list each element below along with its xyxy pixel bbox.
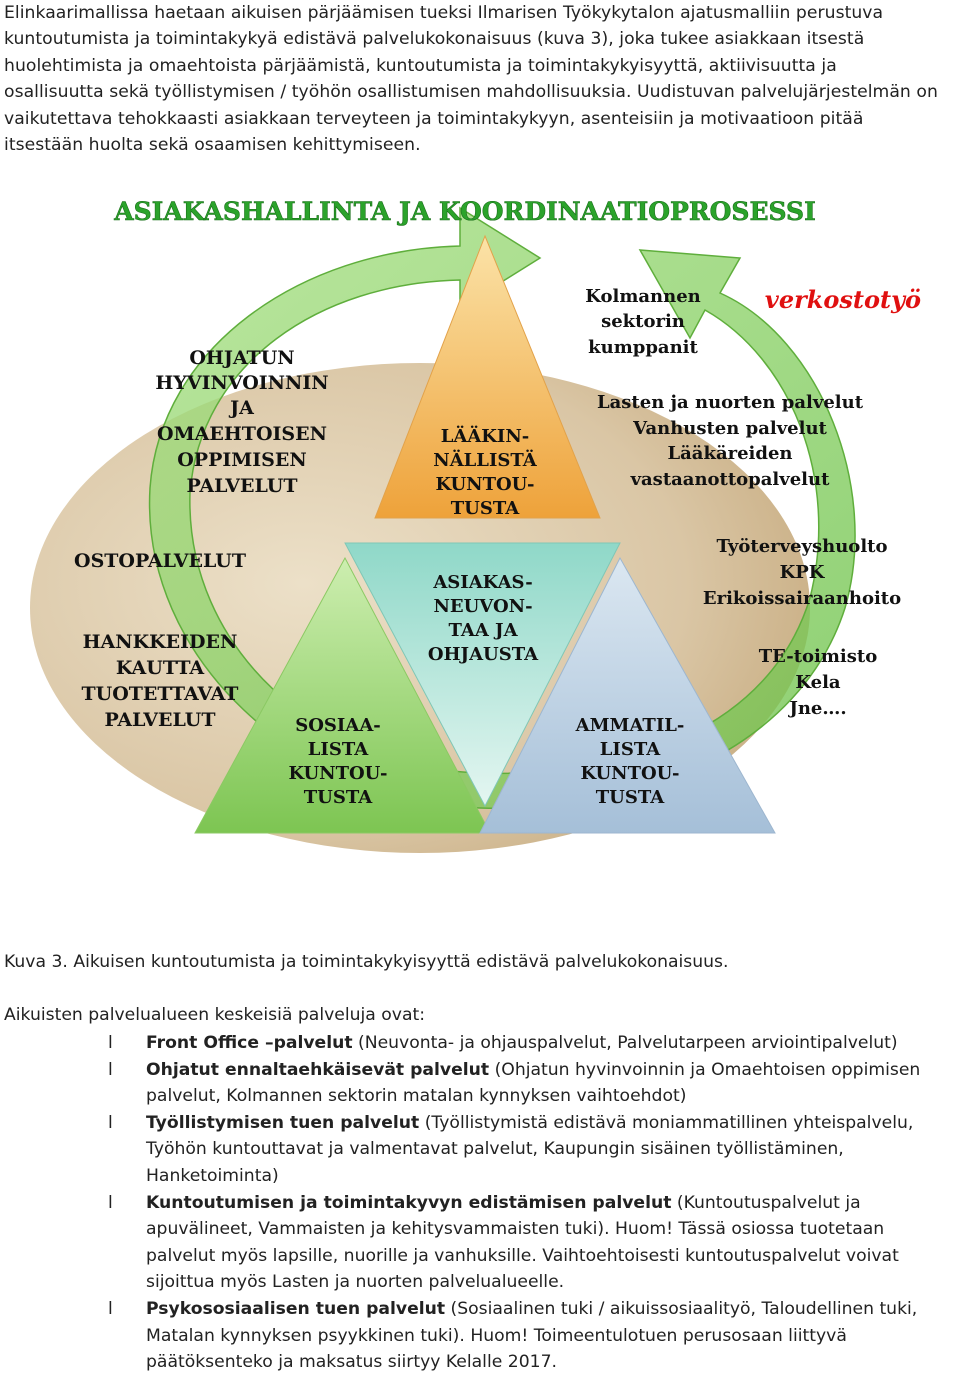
- label-line: KUNTOU-: [435, 474, 534, 495]
- list-item: l Psykososiaalisen tuen palvelut (Sosiaa…: [108, 1296, 938, 1376]
- intro-line: itsestään huolta sekä osaamisen kehittym…: [4, 135, 421, 156]
- service-desc: (Työllistymistä edistävä moniammatilline…: [146, 1112, 914, 1186]
- triangle-vocational: [479, 556, 776, 834]
- intro-line: vaikutettava tehokkaasti asiakkaan terve…: [4, 108, 864, 129]
- other-agencies-label: TE-toimisto Kela Jne….: [759, 646, 877, 719]
- label-line: Lasten ja nuorten palvelut: [597, 392, 864, 413]
- label-line: HANKKEIDEN: [83, 631, 238, 653]
- label-line: KUNTOU-: [288, 763, 387, 784]
- project-services-label: HANKKEIDEN KAUTTA TUOTETTAVAT PALVELUT: [82, 631, 239, 731]
- label-line: Lääkäreiden: [667, 443, 792, 464]
- list-item: l Ohjatut ennaltaehkäisevät palvelut (Oh…: [108, 1057, 938, 1110]
- bullet-mark: l: [108, 1112, 113, 1133]
- service-desc: (Kuntoutuspalvelut ja apuvälineet, Vamma…: [146, 1192, 899, 1293]
- label-line: Kolmannen: [585, 286, 701, 307]
- service-desc: (Sosiaalinen tuki / aikuissosiaalityö, T…: [146, 1298, 918, 1373]
- diagram-canvas: ASIAKASHALLINTA JA KOORDINAATIOPROSESSI …: [30, 197, 921, 853]
- health-care-label: Työterveyshuolto KPK Erikoissairaanhoito: [703, 536, 901, 609]
- bullet-mark: l: [108, 1298, 113, 1319]
- intro-paragraph: Elinkaarimallissa haetaan aikuisen pärjä…: [4, 0, 956, 158]
- label-line: KAUTTA: [116, 657, 205, 679]
- label-line: Jne….: [787, 698, 846, 719]
- bullet-mark: l: [108, 1192, 113, 1213]
- label-line: LÄÄKIN-: [441, 424, 530, 447]
- label-line: TUSTA: [304, 787, 374, 808]
- service-title: Kuntoutumisen ja toimintakyvyn edistämis…: [146, 1192, 672, 1213]
- vocational-rehab-label: AMMATIL- LISTA KUNTOU- TUSTA: [575, 715, 685, 808]
- intro-line: Elinkaarimallissa haetaan aikuisen pärjä…: [4, 3, 884, 23]
- label-line: HYVINVOINNIN: [155, 372, 328, 394]
- label-line: PALVELUT: [186, 475, 297, 497]
- ostopalvelut-label: OSTOPALVELUT: [74, 550, 246, 572]
- label-line: LISTA: [308, 739, 369, 760]
- label-line: KPK: [780, 562, 826, 583]
- label-line: vastaanottopalvelut: [630, 469, 831, 490]
- triangle-medical: [374, 234, 601, 519]
- service-desc: (Ohjatun hyvinvoinnin ja Omaehtoisen opp…: [146, 1059, 921, 1107]
- label-line: NEUVON-: [433, 596, 532, 617]
- figure-caption: Kuva 3. Aikuisen kuntoutumista ja toimin…: [4, 952, 729, 972]
- triangle-guidance: [344, 542, 621, 808]
- bullet-mark: l: [108, 1059, 113, 1080]
- list-intro: Aikuisten palvelualueen keskeisiä palvel…: [4, 1005, 426, 1025]
- list-item: l Kuntoutumisen ja toimintakyvyn edistäm…: [108, 1190, 938, 1296]
- cycle-arrow: [148, 206, 856, 809]
- bullet-mark: l: [108, 1033, 113, 1053]
- service-title: Psykososiaalisen tuen palvelut: [146, 1298, 446, 1319]
- verkostotyo-label: verkostotyö: [765, 285, 921, 314]
- label-line: TAA JA: [448, 620, 518, 641]
- label-line: TUSTA: [596, 787, 666, 808]
- label-line: JA: [228, 397, 254, 419]
- intro-line: kuntoutumista ja toimintakykyä edistävä …: [4, 29, 865, 50]
- services-list: l Front Office –palvelut (Neuvonta- ja o…: [108, 1030, 938, 1376]
- guided-wellbeing-label: OHJATUN HYVINVOINNIN JA OMAEHTOISEN OPPI…: [155, 347, 328, 497]
- label-line: AMMATIL-: [575, 715, 685, 736]
- label-line: OMAEHTOISEN: [157, 423, 327, 445]
- service-title: Front Office –palvelut: [146, 1033, 353, 1053]
- medical-rehab-label: LÄÄKIN- NÄLLISTÄ KUNTOU- TUSTA: [433, 424, 538, 519]
- service-desc: (Neuvonta- ja ohjauspalvelut, Palvelutar…: [352, 1033, 898, 1053]
- social-rehab-label: SOSIAA- LISTA KUNTOU- TUSTA: [288, 715, 387, 808]
- label-line: NÄLLISTÄ: [433, 448, 538, 471]
- label-line: ASIAKAS-: [432, 572, 532, 593]
- service-title: Työllistymisen tuen palvelut: [146, 1112, 420, 1133]
- label-line: LISTA: [600, 739, 661, 760]
- service-model-diagram: ASIAKASHALLINTA JA KOORDINAATIOPROSESSI …: [0, 188, 960, 938]
- diagram-title: ASIAKASHALLINTA JA KOORDINAATIOPROSESSI: [113, 197, 816, 226]
- label-line: TE-toimisto: [759, 646, 877, 667]
- label-line: Erikoissairaanhoito: [703, 588, 901, 609]
- label-line: OPPIMISEN: [177, 449, 307, 471]
- label-line: TUOTETTAVAT: [82, 683, 239, 705]
- label-line: Työterveyshuolto: [717, 536, 888, 557]
- intro-line: huolehtimista ja omaehtoista pärjäämistä…: [4, 55, 837, 76]
- list-item: l Front Office –palvelut (Neuvonta- ja o…: [108, 1030, 938, 1057]
- label-line: TUSTA: [451, 498, 521, 519]
- label-line: PALVELUT: [104, 709, 215, 731]
- intro-line: osallisuutta sekä työllistymisen / työhö…: [4, 82, 938, 103]
- triangle-social: [194, 556, 491, 834]
- label-line: kumppanit: [588, 337, 698, 358]
- label-line: OHJATUN: [189, 347, 294, 369]
- public-services-label: Lasten ja nuorten palvelut Vanhusten pal…: [597, 392, 864, 490]
- label-line: Kela: [795, 672, 841, 693]
- list-item: l Työllistymisen tuen palvelut (Työllist…: [108, 1110, 938, 1190]
- label-line: sektorin: [601, 311, 685, 332]
- label-line: KUNTOU-: [580, 763, 679, 784]
- third-sector-label: Kolmannen sektorin kumppanit: [585, 286, 701, 358]
- customer-guidance-label: ASIAKAS- NEUVON- TAA JA OHJAUSTA: [428, 572, 539, 665]
- service-title: Ohjatut ennaltaehkäisevät palvelut: [146, 1059, 490, 1080]
- label-line: SOSIAA-: [295, 715, 381, 736]
- label-line: OHJAUSTA: [428, 644, 539, 665]
- label-line: Vanhusten palvelut: [632, 418, 827, 439]
